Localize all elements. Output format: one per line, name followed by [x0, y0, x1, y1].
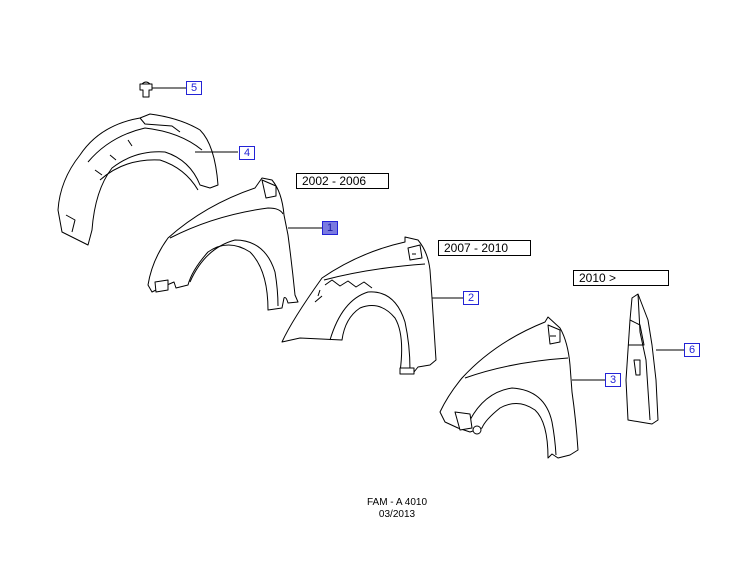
- callout-6[interactable]: 6: [684, 343, 700, 357]
- callout-2[interactable]: 2: [463, 291, 479, 305]
- year-range-label-2002-2006: 2002 - 2006: [296, 173, 389, 189]
- diagram-date: 03/2013: [378, 509, 416, 520]
- year-range-label-2007-2010: 2007 - 2010: [438, 240, 531, 256]
- year-range-label-2010: 2010 >: [573, 270, 669, 286]
- callout-5[interactable]: 5: [186, 81, 202, 95]
- wheel-arch-liner-part: [57, 113, 238, 246]
- callout-3[interactable]: 3: [605, 373, 621, 387]
- fender-seal-part: [625, 293, 684, 425]
- callout-4[interactable]: 4: [239, 146, 255, 160]
- diagram-code: FAM - A 4010: [366, 497, 428, 508]
- fender-2002-2006-part: [147, 177, 322, 311]
- callout-1[interactable]: 1: [322, 221, 338, 235]
- clip-part: [139, 81, 186, 98]
- fender-2007-2010-part: [281, 236, 464, 375]
- fender-2010-part: [439, 316, 606, 459]
